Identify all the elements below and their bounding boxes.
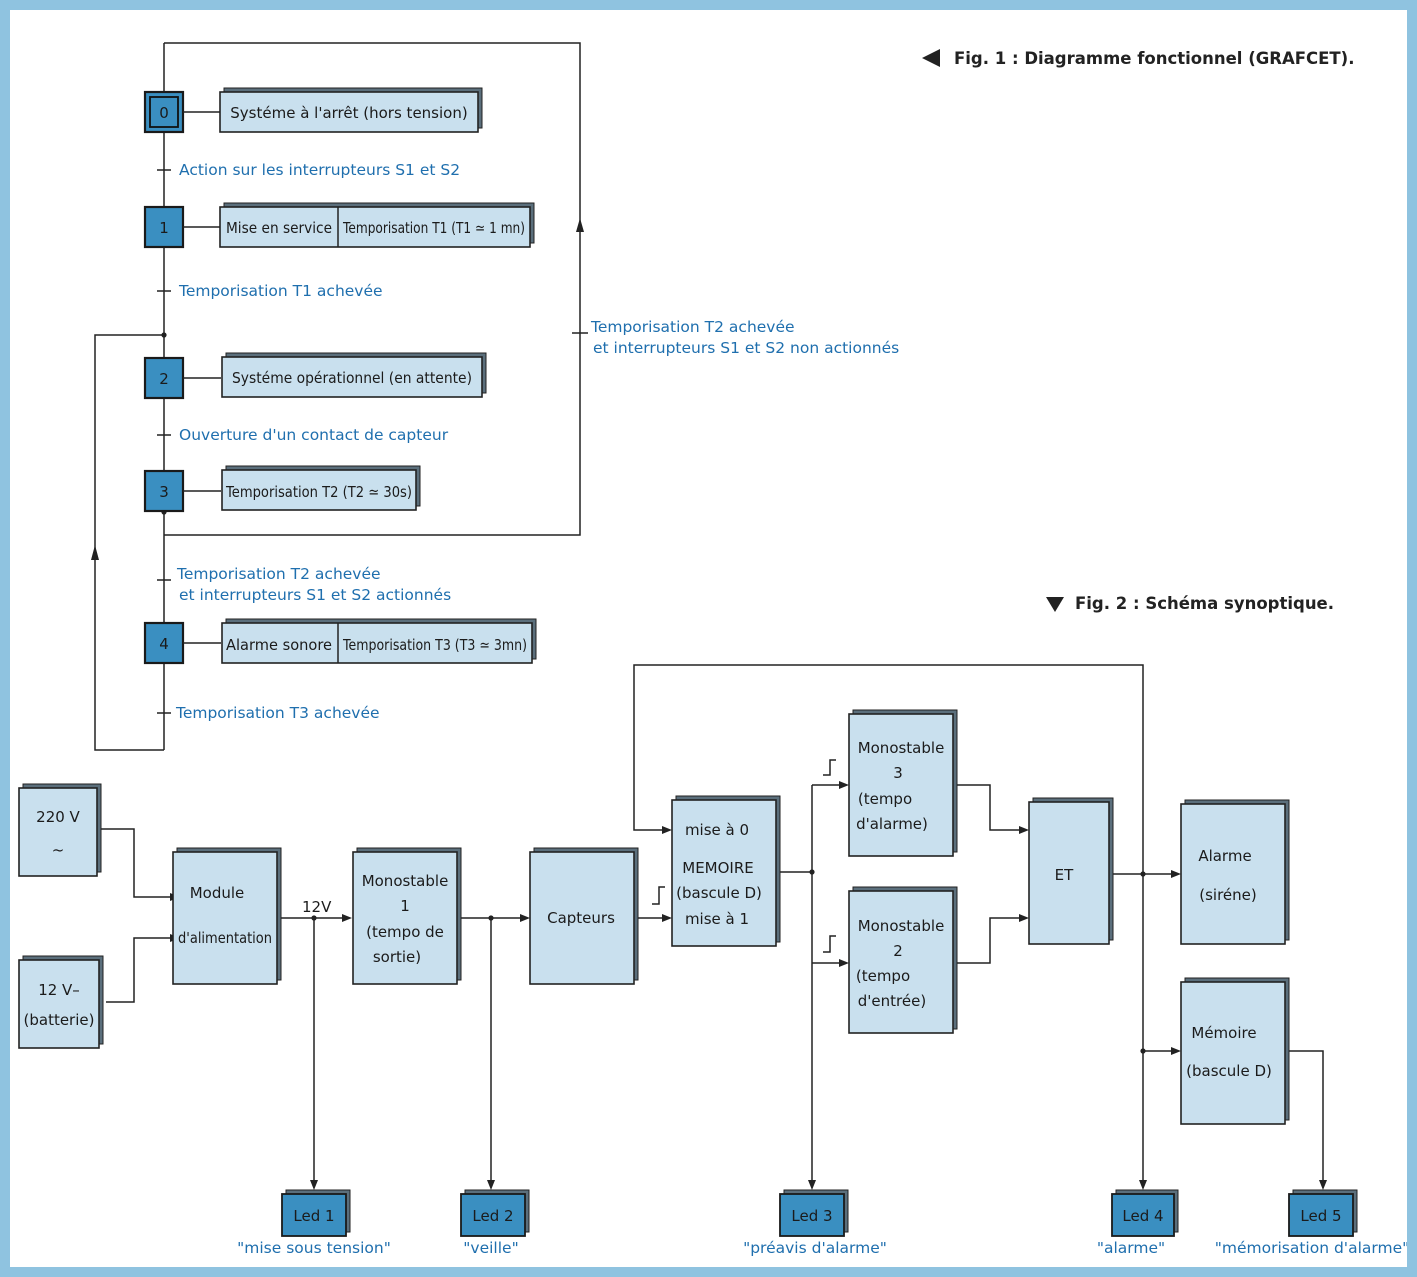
svg-text:d'alarme): d'alarme) — [856, 815, 928, 833]
svg-text:1: 1 — [400, 897, 410, 915]
led-caption: "veille" — [463, 1239, 518, 1257]
block-220v: 220 V ~ — [18, 783, 102, 877]
block-monostable-2: Monostable 2 (tempo d'entrée) — [848, 886, 958, 1034]
block-alarme: Alarme (siréne) — [1180, 799, 1290, 945]
svg-text:(batterie): (batterie) — [24, 1011, 95, 1029]
led-4: Led 4 "alarme" — [1097, 1189, 1179, 1257]
loop-arrow-up-left — [91, 545, 99, 560]
svg-text:Module: Module — [190, 884, 245, 902]
diagram-canvas: 0 Systéme à l'arrêt (hors tension) 1 Mis… — [10, 10, 1407, 1267]
led-3: Led 3 "préavis d'alarme" — [743, 1189, 887, 1257]
loop-arrow-up-right — [576, 218, 584, 232]
caption-arrow-down — [1046, 597, 1064, 612]
svg-text:2: 2 — [893, 942, 903, 960]
svg-text:Led 1: Led 1 — [293, 1207, 334, 1225]
svg-text:d'entrée): d'entrée) — [858, 992, 926, 1010]
svg-text:d'alimentation: d'alimentation — [178, 929, 272, 947]
junction — [161, 332, 167, 338]
svg-text:(tempo: (tempo — [858, 790, 912, 808]
led-5: Led 5 "mémorisation d'alarme" — [1215, 1189, 1407, 1257]
step-number: 3 — [159, 483, 169, 501]
led-caption: "alarme" — [1097, 1239, 1165, 1257]
diagram-svg: 0 Systéme à l'arrêt (hors tension) 1 Mis… — [18, 42, 1407, 1257]
step-action: Mise en service — [226, 219, 332, 237]
led-2: Led 2 "veille" — [460, 1189, 530, 1257]
svg-text:(tempo de: (tempo de — [366, 923, 444, 941]
fig1-caption: Fig. 1 : Diagramme fonctionnel (GRAFCET)… — [954, 49, 1355, 68]
led-caption: "mémorisation d'alarme" — [1215, 1239, 1407, 1257]
svg-text:Monostable: Monostable — [858, 917, 945, 935]
step-number: 4 — [159, 635, 169, 653]
grafcet: 0 Systéme à l'arrêt (hors tension) 1 Mis… — [91, 42, 1355, 751]
svg-text:Led 5: Led 5 — [1300, 1207, 1341, 1225]
loop-transition-label: Temporisation T2 achevée — [590, 318, 795, 336]
svg-text:Mémoire: Mémoire — [1191, 1024, 1256, 1042]
svg-text:220 V: 220 V — [36, 808, 80, 826]
svg-text:sortie): sortie) — [373, 948, 421, 966]
block-memoire-alarme: Mémoire (bascule D) — [1180, 977, 1290, 1125]
step-1: 1 Mise en service Temporisation T1 (T1 ≃… — [143, 202, 535, 249]
svg-text:mise à 0: mise à 0 — [685, 821, 749, 839]
svg-text:Capteurs: Capteurs — [547, 909, 615, 927]
step-number: 0 — [159, 104, 169, 122]
svg-text:Led 4: Led 4 — [1122, 1207, 1163, 1225]
step-action: Temporisation T1 (T1 ≃ 1 mn) — [342, 219, 525, 237]
step-3: 3 Temporisation T2 (T2 ≃ 30s) — [143, 465, 421, 513]
svg-text:ET: ET — [1055, 866, 1074, 884]
block-et-gate: ET — [1028, 797, 1114, 945]
step-action: Systéme opérationnel (en attente) — [232, 369, 472, 387]
step-number: 2 — [159, 370, 169, 388]
step-action: Temporisation T2 (T2 ≃ 30s) — [225, 483, 412, 501]
synoptic: Fig. 2 : Schéma synoptique. — [18, 594, 1407, 1257]
transition-label: Action sur les interrupteurs S1 et S2 — [179, 161, 460, 179]
svg-text:Led 3: Led 3 — [791, 1207, 832, 1225]
svg-text:mise à 1: mise à 1 — [685, 910, 749, 928]
svg-text:(bascule D): (bascule D) — [1186, 1062, 1272, 1080]
block-power-module: Module d'alimentation — [172, 847, 282, 985]
svg-text:Monostable: Monostable — [362, 872, 449, 890]
transition-label: Temporisation T1 achevée — [178, 282, 383, 300]
step-number: 1 — [159, 219, 169, 237]
step-4: 4 Alarme sonore Temporisation T3 (T3 ≃ 3… — [143, 618, 537, 665]
caption-arrow-left — [922, 49, 940, 67]
svg-text:Monostable: Monostable — [858, 739, 945, 757]
transition-label: Ouverture d'un contact de capteur — [179, 426, 449, 444]
svg-text:12 V–: 12 V– — [38, 981, 80, 999]
block-monostable-3: Monostable 3 (tempo d'alarme) — [848, 709, 958, 857]
svg-text:(siréne): (siréne) — [1199, 886, 1257, 904]
step-action: Systéme à l'arrêt (hors tension) — [230, 104, 467, 122]
junctions — [311, 869, 1146, 1054]
svg-text:(bascule D): (bascule D) — [676, 884, 762, 902]
transition-label: et interrupteurs S1 et S2 actionnés — [179, 586, 451, 604]
block-monostable-1: Monostable 1 (tempo de sortie) — [352, 847, 462, 985]
block-memoire: mise à 0 MEMOIRE (bascule D) mise à 1 — [671, 795, 781, 947]
svg-text:Alarme: Alarme — [1198, 847, 1251, 865]
led-caption: "préavis d'alarme" — [743, 1239, 887, 1257]
step-2: 2 Systéme opérationnel (en attente) — [143, 352, 487, 400]
led-caption: "mise sous tension" — [237, 1239, 391, 1257]
svg-text:MEMOIRE: MEMOIRE — [682, 859, 754, 877]
step-0: 0 Systéme à l'arrêt (hors tension) — [143, 87, 483, 134]
step-action: Temporisation T3 (T3 ≃ 3mn) — [342, 636, 527, 654]
fig2-caption: Fig. 2 : Schéma synoptique. — [1075, 594, 1334, 613]
transition-label: Temporisation T2 achevée — [176, 565, 381, 583]
svg-text:(tempo: (tempo — [856, 967, 910, 985]
transition-label: Temporisation T3 achevée — [175, 704, 380, 722]
wire-label-12v: 12V — [302, 898, 332, 916]
svg-text:~: ~ — [52, 841, 65, 859]
step-action: Alarme sonore — [226, 636, 332, 654]
block-battery: 12 V– (batterie) — [18, 955, 104, 1049]
led-1: Led 1 "mise sous tension" — [237, 1189, 391, 1257]
block-capteurs: Capteurs — [529, 847, 639, 985]
edge-trigger-symbols — [652, 759, 836, 953]
svg-text:Led 2: Led 2 — [472, 1207, 513, 1225]
loop-transition-label: et interrupteurs S1 et S2 non actionnés — [593, 339, 899, 357]
svg-text:3: 3 — [893, 764, 903, 782]
transition-bars — [157, 169, 588, 714]
